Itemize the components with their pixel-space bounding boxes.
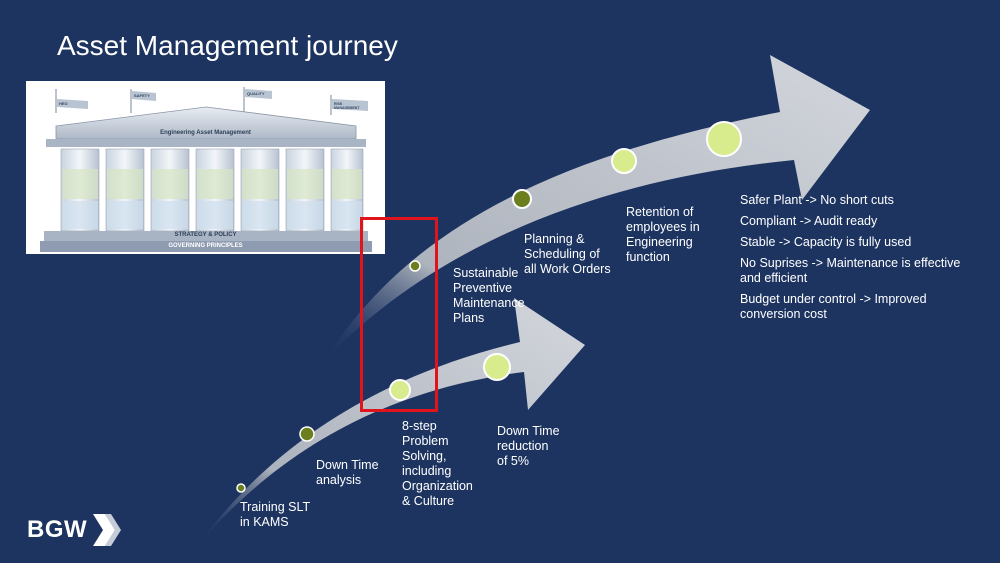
outcome-item: No Suprises -> Maintenance is effective … xyxy=(740,256,961,285)
milestone-label: Training SLT in KAMS xyxy=(240,500,311,529)
milestone-dot xyxy=(236,483,246,493)
milestone-label: Down Time analysis xyxy=(316,458,379,487)
milestone-dot xyxy=(409,260,421,272)
temple-roof-label: Engineering Asset Management xyxy=(160,130,251,136)
milestone-label: Sustainable Preventive Maintenance Plans xyxy=(453,266,525,325)
temple-strategy-label: STRATEGY & POLICY xyxy=(174,232,237,238)
milestone-dot xyxy=(299,426,315,442)
outcome-item: Safer Plant -> No short cuts xyxy=(740,193,894,207)
milestone-label: Planning & Scheduling of all Work Orders xyxy=(524,232,611,276)
milestone-label: Retention of employees in Engineering fu… xyxy=(626,205,700,264)
bgw-logo: BGW xyxy=(27,512,125,548)
chevron-right-icon xyxy=(93,514,122,546)
outcome-item: Compliant -> Audit ready xyxy=(740,214,878,228)
outcome-item: Budget under control -> Improved convers… xyxy=(740,292,927,321)
milestone-label: Down Time reduction of 5% xyxy=(497,424,560,468)
temple-flag-label: RISK MANAGEMENT xyxy=(334,102,360,110)
outcome-item: Stable -> Capacity is fully used xyxy=(740,235,912,249)
milestone-dot xyxy=(512,189,532,209)
temple-flag-label: SAFETY xyxy=(134,93,150,98)
highlight-box xyxy=(360,217,438,412)
slide-title: Asset Management journey xyxy=(57,30,398,61)
asset-management-temple-image: HEO SAFETY QUALITY RISK MANAGEMENT Engin… xyxy=(26,81,385,254)
temple-governing-label: GOVERNING PRINCIPLES xyxy=(168,243,243,249)
milestone-dot xyxy=(389,379,411,401)
temple-flag-label: HEO xyxy=(59,101,68,106)
milestone-dot xyxy=(483,353,511,381)
outcomes-list: Safer Plant -> No short cuts Compliant -… xyxy=(740,193,975,328)
milestone-label: 8-step Problem Solving, including Organi… xyxy=(402,419,473,508)
temple-flag-label: QUALITY xyxy=(247,91,265,96)
milestone-dot xyxy=(706,121,742,157)
milestone-dot xyxy=(611,148,637,174)
logo-text: BGW xyxy=(27,516,88,543)
